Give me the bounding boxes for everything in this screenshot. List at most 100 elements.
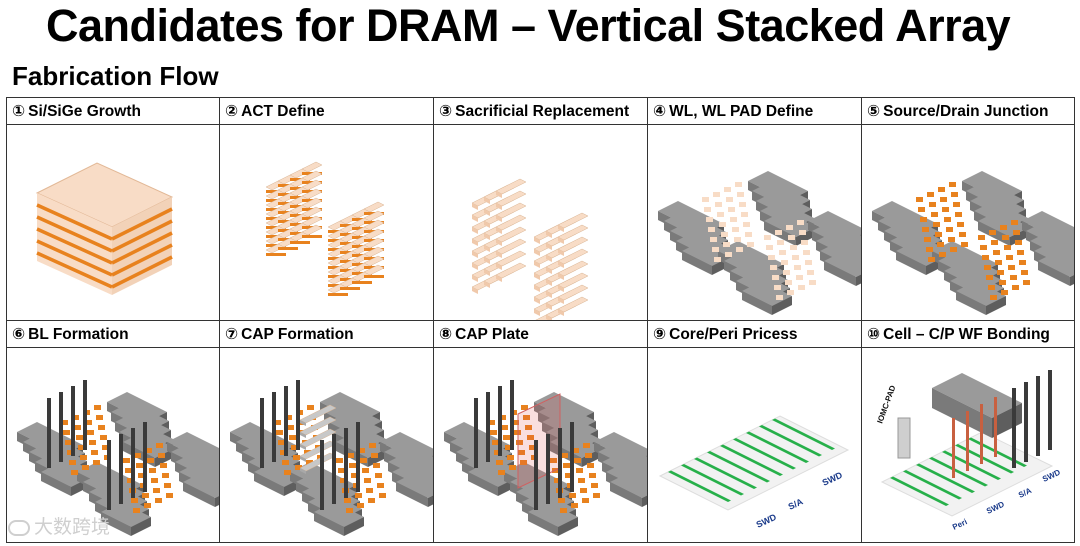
sd-junction <box>993 250 1000 255</box>
act-pillar <box>363 246 385 258</box>
core-line <box>720 444 783 476</box>
sd-junction <box>507 455 514 460</box>
core-line <box>903 470 962 500</box>
sd-junction <box>1000 225 1007 230</box>
sd-junction <box>989 230 996 235</box>
sd-junction <box>71 470 78 475</box>
si-channel <box>805 260 812 265</box>
sd-junction <box>369 443 376 448</box>
sd-junction <box>293 455 300 460</box>
si-channel <box>734 237 741 242</box>
sd-junction <box>558 498 565 503</box>
si-channel <box>704 207 711 212</box>
sd-junction <box>153 488 160 493</box>
sd-junction <box>74 425 81 430</box>
si-channel <box>807 270 814 275</box>
sd-junction <box>282 460 289 465</box>
sd-junction <box>926 247 933 252</box>
sd-junction <box>1012 285 1019 290</box>
core-line <box>759 425 822 457</box>
sd-junction <box>375 473 382 478</box>
sd-junction <box>924 237 931 242</box>
sd-junction <box>490 430 497 435</box>
bit-line <box>344 428 348 498</box>
sd-junction <box>991 240 998 245</box>
sd-junction <box>959 232 966 237</box>
sd-junction <box>1004 245 1011 250</box>
si-channel <box>713 192 720 197</box>
sd-junction <box>593 493 600 498</box>
label-iomc-pad: IOMC-PAD <box>875 384 897 425</box>
sd-junction <box>927 192 934 197</box>
sd-junction <box>505 445 512 450</box>
sd-junction <box>1023 280 1030 285</box>
si-channel <box>764 235 771 240</box>
sd-junction <box>946 227 953 232</box>
sd-junction <box>67 450 74 455</box>
si-channel <box>770 265 777 270</box>
cap-formation-illustration <box>230 380 433 536</box>
sd-junction <box>523 415 530 420</box>
sd-junction <box>550 458 557 463</box>
sd-junction <box>942 207 949 212</box>
core-line <box>942 450 1001 480</box>
sd-junction <box>133 508 140 513</box>
sd-junction <box>944 217 951 222</box>
wl-pad-step <box>396 472 433 498</box>
core-line <box>694 457 757 489</box>
sd-junction <box>922 227 929 232</box>
si-channel <box>794 265 801 270</box>
sd-junction <box>589 473 596 478</box>
bit-line <box>83 380 87 450</box>
sd-junction <box>274 420 281 425</box>
sd-junction <box>929 202 936 207</box>
si-channel <box>730 217 737 222</box>
bonding-via <box>966 411 969 471</box>
act-pillar <box>363 210 385 222</box>
si-channel <box>735 182 742 187</box>
si-channel <box>745 232 752 237</box>
si-channel <box>809 280 816 285</box>
si-channel <box>781 260 788 265</box>
core-line <box>668 470 731 502</box>
sd-junction <box>357 503 364 508</box>
bit-line <box>71 386 75 456</box>
sd-junction <box>63 430 70 435</box>
sd-junction <box>344 498 351 503</box>
sd-junction <box>578 478 585 483</box>
sd-junction <box>85 420 92 425</box>
watermark-logo-icon <box>8 519 30 536</box>
sd-junction <box>136 463 143 468</box>
sd-junction <box>527 435 534 440</box>
sd-junction <box>280 450 287 455</box>
sd-junction <box>284 470 291 475</box>
sd-junction <box>978 235 985 240</box>
wl-pad-step <box>1038 251 1074 277</box>
sd-junction <box>155 498 162 503</box>
sd-junction <box>307 405 314 410</box>
bit-line <box>59 392 63 462</box>
sd-junction <box>931 212 938 217</box>
wl-pad-step <box>101 502 151 527</box>
sd-junction <box>144 503 151 508</box>
bit-line <box>119 434 123 504</box>
sd-junction <box>80 455 87 460</box>
sd-junction <box>89 440 96 445</box>
bit-line <box>107 440 111 510</box>
sd-junction <box>125 468 132 473</box>
sd-junction <box>937 242 944 247</box>
act-pillar <box>363 219 385 231</box>
sd-junction <box>961 242 968 247</box>
si-channel <box>792 255 799 260</box>
bit-line <box>332 434 336 504</box>
bit-line <box>546 434 550 504</box>
